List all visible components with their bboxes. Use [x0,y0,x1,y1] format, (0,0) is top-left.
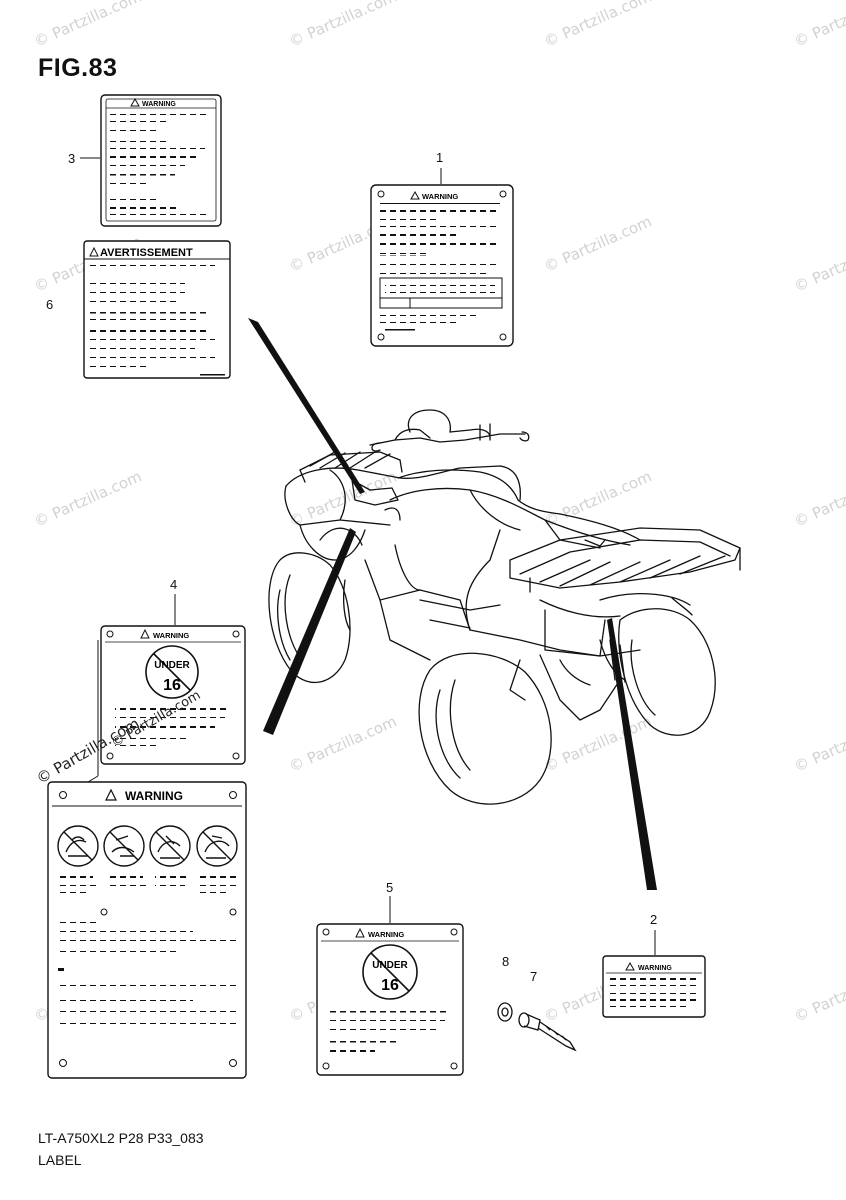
figure-title: FIG.83 [38,54,118,82]
callout-3: 3 [68,151,76,166]
label-5-under: UNDER [372,960,408,971]
label-5-age: 16 [381,977,399,994]
label-1-heading: WARNING [422,192,458,201]
label-5[interactable]: WARNING UNDER 16 [316,923,464,1076]
leader-line [607,618,657,890]
label-1[interactable]: WARNING [370,184,514,347]
label-6-heading: AVERTISSEMENT [100,247,193,259]
callout-7: 7 [530,969,538,984]
callout-5: 5 [386,880,394,895]
callout-1: 1 [436,150,444,165]
washer-part[interactable] [497,1002,513,1022]
label-4-under: UNDER [154,660,190,671]
figure-code: LT-A750XL2 P28 P33_083 [38,1130,204,1146]
label-2-heading: WARNING [638,965,672,972]
label-3-heading: WARNING [142,101,176,108]
callout-4: 4 [170,577,178,592]
figure-name: LABEL [38,1152,82,1168]
callout-2: 2 [650,912,658,927]
label-4-heading: WARNING [153,631,189,640]
label-warning-large-heading: WARNING [125,789,183,803]
leader-line [248,318,365,494]
label-6[interactable]: AVERTISSEMENT [83,240,231,379]
label-4[interactable]: WARNING UNDER 16 [100,625,246,765]
label-2[interactable]: WARNING [602,955,706,1018]
rivet-part[interactable] [518,1012,577,1052]
label-warning-large[interactable]: WARNING [47,781,247,1079]
label-3[interactable]: WARNING [100,94,222,227]
atv-illustration [268,409,741,805]
label-5-heading: WARNING [368,930,404,939]
callout-8: 8 [502,954,510,969]
label-4-age: 16 [163,677,181,694]
callout-6: 6 [46,297,54,312]
leader-line [263,528,356,735]
